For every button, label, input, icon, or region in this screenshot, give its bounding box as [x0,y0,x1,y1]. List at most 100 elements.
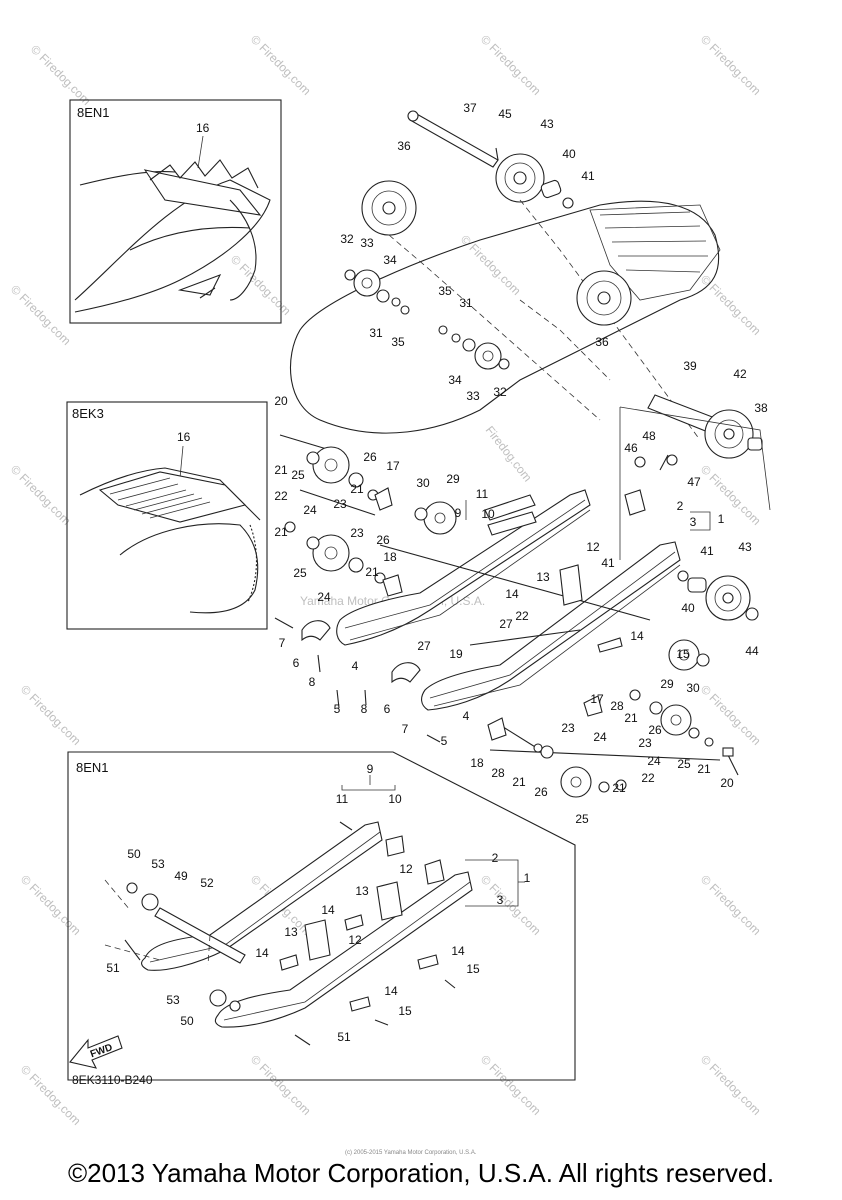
callout-19: 19 [449,647,463,661]
callout-14: 14 [451,944,465,958]
suspension-wheels [274,446,759,798]
watermark: © Firedog.com [698,32,764,98]
callout-20: 20 [274,394,288,408]
callout-11: 11 [476,487,489,501]
callout-26: 26 [534,785,548,799]
callout-21: 21 [365,565,379,579]
callout-50: 50 [180,1014,194,1028]
callout-15: 15 [398,1004,412,1018]
callout-32: 32 [493,385,507,399]
callout-25: 25 [291,468,305,482]
callout-20: 20 [720,776,734,790]
fwd-label: FWD [89,1042,114,1060]
callout-label: 16 [196,121,210,135]
callout-23: 23 [333,497,347,511]
callout-21: 21 [274,525,288,539]
watermark: © Firedog.com [478,1052,544,1118]
callout-28: 28 [491,766,505,780]
callout-34: 34 [383,253,397,267]
watermark-center: Firedog.com [483,423,535,484]
callout-51: 51 [337,1030,351,1044]
callout-43: 43 [738,540,752,554]
callout-25: 25 [677,757,691,771]
callout-13: 13 [536,570,550,584]
watermark: © Firedog.com [18,682,84,748]
callout-45: 45 [498,107,512,121]
callout-42: 42 [733,367,747,381]
callout-26: 26 [363,450,377,464]
inset-8en1-top: 8EN1 16 [69,99,282,324]
callout-8: 8 [309,675,316,689]
callout-24: 24 [317,590,331,604]
callout-1: 1 [524,871,531,885]
callout-51: 51 [106,961,120,975]
callout-43: 43 [540,117,554,131]
callout-7: 7 [402,722,409,736]
callout-21: 21 [350,482,364,496]
watermark: © Firedog.com [698,1052,764,1118]
callout-21: 21 [512,775,526,789]
callout-41: 41 [700,544,714,558]
callout-23: 23 [350,526,364,540]
callout-24: 24 [647,754,661,768]
callout-49: 49 [174,869,188,883]
callout-21: 21 [612,781,626,795]
callout-12: 12 [399,862,413,876]
callout-39: 39 [683,359,697,373]
callout-26: 26 [648,723,662,737]
callout-26: 26 [376,533,390,547]
callout-14: 14 [505,587,519,601]
callout-18: 18 [383,550,397,564]
inset-title: 8EK3 [72,406,104,421]
callout-47: 47 [687,475,701,489]
callout-8: 8 [361,702,368,716]
callout-33: 33 [466,389,480,403]
callout-27: 27 [499,617,513,631]
callout-21: 21 [274,463,288,477]
callout-28: 28 [610,699,624,713]
callout-17: 17 [590,692,604,706]
slide-rails [279,434,721,761]
callout-21: 21 [697,762,711,776]
callout-53: 53 [166,993,180,1007]
callout-34: 34 [448,373,462,387]
callout-11: 11 [336,792,349,806]
callout-27: 27 [417,639,431,653]
callout-24: 24 [593,730,607,744]
watermark: © Firedog.com [248,1052,314,1118]
callout-23: 23 [561,721,575,735]
callout-23: 23 [638,736,652,750]
callout-22: 22 [274,489,288,503]
callout-35: 35 [391,335,405,349]
callout-12: 12 [586,540,600,554]
callout-6: 6 [293,656,300,670]
watermark: © Firedog.com [698,462,764,528]
callout-9: 9 [455,506,462,520]
callout-48: 48 [642,429,656,443]
callout-9: 9 [367,762,374,776]
callout-2: 2 [677,499,684,513]
track-assembly [289,110,771,560]
callout-24: 24 [303,503,317,517]
callout-4: 4 [352,659,359,673]
callout-31: 31 [369,326,383,340]
inset-8ek3: 8EK3 16 [66,401,268,630]
callout-25: 25 [575,812,589,826]
callout-32: 32 [340,232,354,246]
callout-label: 16 [177,430,191,444]
callout-15: 15 [466,962,480,976]
callout-29: 29 [660,677,674,691]
callout-38: 38 [754,401,768,415]
callout-25: 25 [293,566,307,580]
watermark: © Firedog.com [478,872,544,938]
callout-17: 17 [386,459,400,473]
callout-14: 14 [255,946,269,960]
tiny-print: (c) 2005-2015 Yamaha Motor Corporation, … [345,1150,477,1156]
inset-title: 8EN1 [77,105,110,120]
callout-6: 6 [384,702,391,716]
callout-36: 36 [595,335,609,349]
inset-title: 8EN1 [76,760,109,775]
callout-53: 53 [151,857,165,871]
callout-37: 37 [463,101,477,115]
